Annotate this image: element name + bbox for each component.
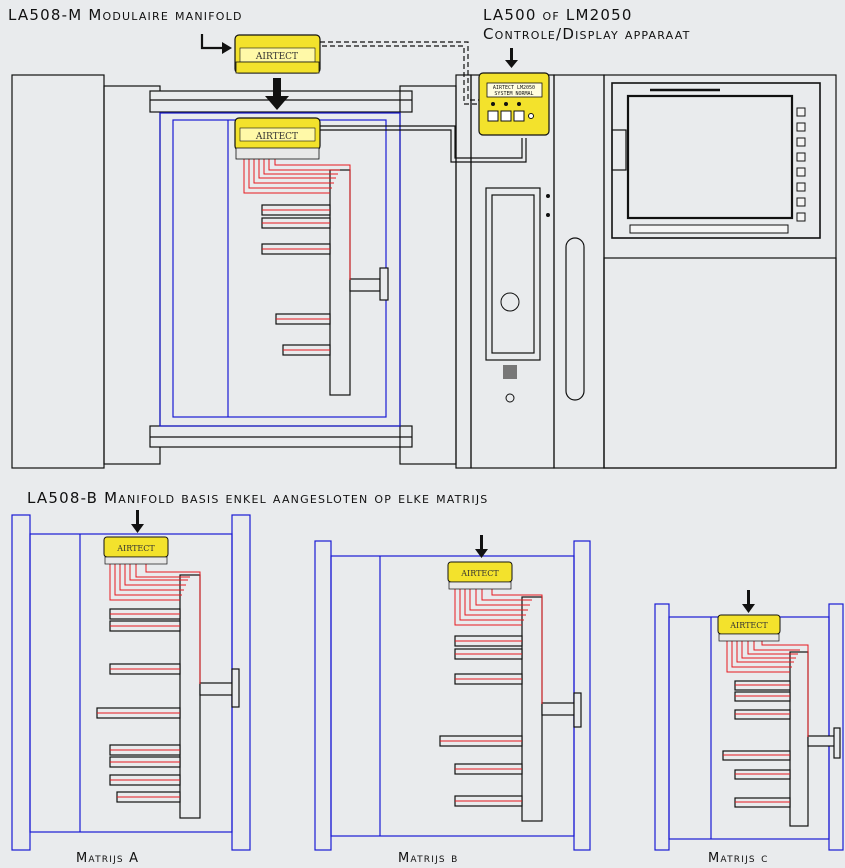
mold-b-tubes: [440, 585, 543, 802]
mold-c-core: [722, 651, 841, 827]
mold-c-label: Matrijs c: [708, 851, 769, 866]
top-arrows: [200, 34, 518, 110]
mold-b-core: [439, 596, 582, 822]
mold-a-core: [96, 574, 240, 819]
mold-a-tubes: [97, 560, 201, 798]
top-mold: [159, 112, 401, 427]
controller-label-line2: Controle/Display apparaat: [483, 25, 691, 43]
top-mold-tubes: [243, 158, 351, 351]
mold-c-manifold: AIRTECT: [717, 614, 781, 642]
mold-a-manifold: AIRTECT: [103, 536, 169, 565]
mold-a-label: Matrijs A: [76, 851, 140, 866]
svg-text:AIRTECT LM2050: AIRTECT LM2050: [493, 85, 535, 91]
modular-manifold-device: AIRTECT: [234, 34, 321, 74]
modular-manifold-label: LA508-M Modulaire manifold: [8, 6, 243, 24]
controller-display-device: AIRTECT LM2050 SYSTEM NORMAL: [478, 72, 550, 136]
injection-machine: [11, 74, 837, 469]
base-manifold-label: LA508-B Manifold basis enkel aangesloten…: [27, 489, 489, 507]
mold-b-manifold: AIRTECT: [447, 561, 513, 590]
manifold-on-mold: AIRTECT: [234, 117, 321, 160]
mold-c-tubes: [723, 637, 809, 803]
control-panel-details: [500, 194, 550, 403]
svg-text:SYSTEM NORMAL: SYSTEM NORMAL: [494, 91, 533, 97]
top-mold-core: [261, 169, 389, 396]
svg-text:AIRTECT: AIRTECT: [255, 132, 298, 142]
svg-text:AIRTECT: AIRTECT: [729, 621, 768, 630]
svg-text:AIRTECT: AIRTECT: [116, 544, 155, 553]
controller-cables: [320, 41, 527, 163]
svg-text:AIRTECT: AIRTECT: [460, 569, 499, 578]
bottom-arrows: [131, 510, 755, 613]
screen-buttons: [629, 107, 806, 234]
controller-label-line1: LA500 of LM2050: [483, 6, 633, 24]
mold-b-label: Matrijs b: [398, 851, 459, 866]
svg-text:AIRTECT: AIRTECT: [255, 52, 298, 62]
mold-c: [654, 603, 844, 851]
